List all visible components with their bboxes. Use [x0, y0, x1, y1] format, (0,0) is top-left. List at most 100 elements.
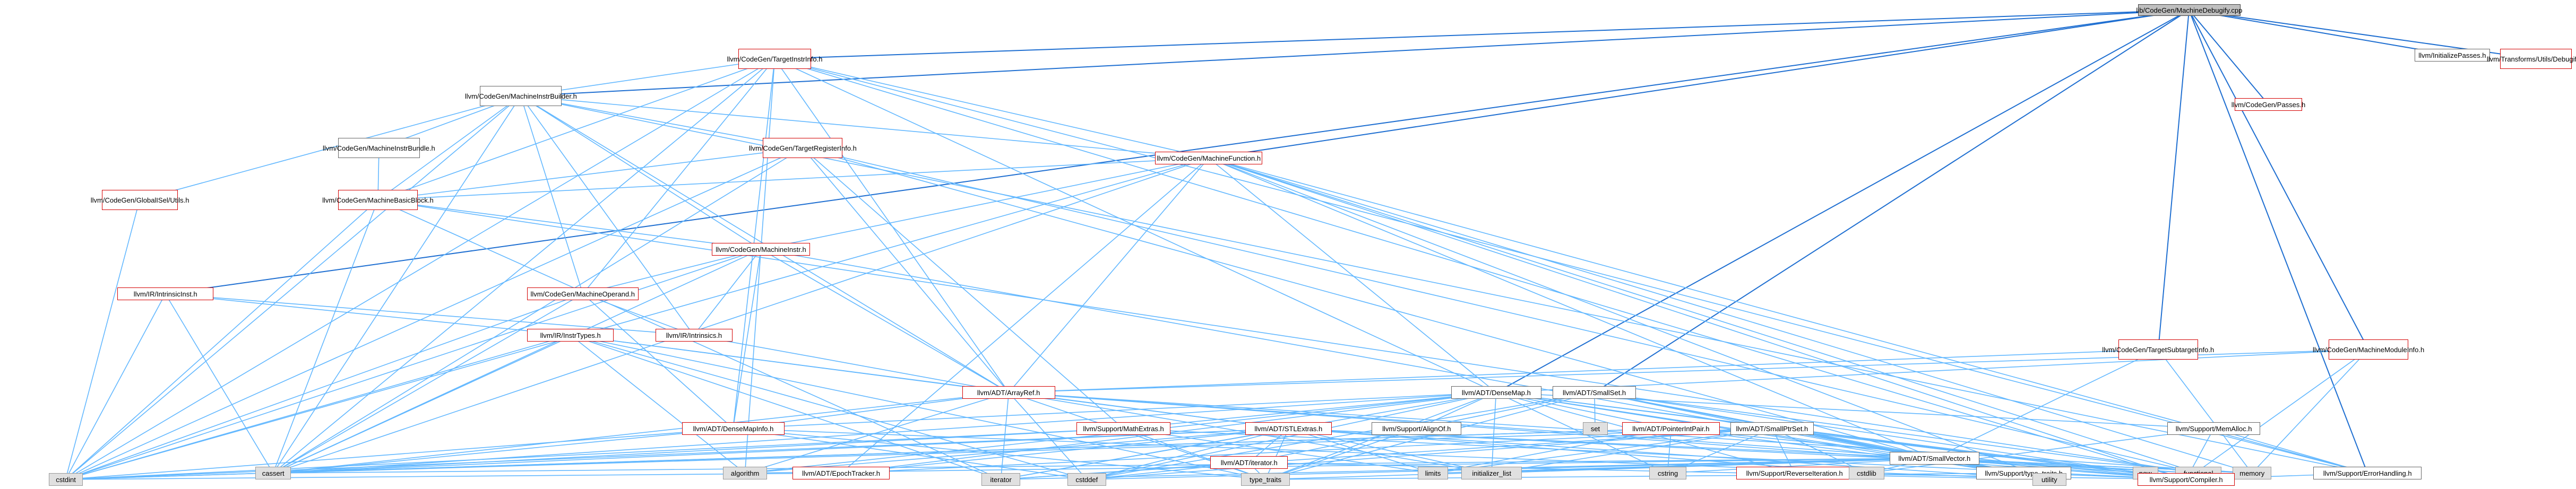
edge-STLExtras-to-EpochTracker	[841, 428, 1289, 474]
node-intrinsics-h[interactable]: llvm/IR/Intrinsics.h	[656, 329, 733, 342]
node-mem-alloc-h[interactable]: llvm/Support/MemAlloc.h	[2167, 422, 2261, 435]
edge-DenseMapInfo-to-cstdint	[65, 428, 734, 480]
edge-Iterator-to-utility	[1248, 462, 2049, 480]
edge-root-to-MMI	[2189, 10, 2369, 350]
node-passes-h[interactable]: llvm/CodeGen/Passes.h	[2232, 98, 2305, 111]
edge-TII-to-Compiler	[774, 58, 2186, 480]
node-stl-extras-h[interactable]: llvm/ADT/STLExtras.h	[1245, 422, 1332, 435]
edge-InstrTypes-to-cassert	[273, 335, 571, 474]
node-math-extras-h[interactable]: llvm/Support/MathExtras.h	[1076, 422, 1171, 435]
node-compiler-h[interactable]: llvm/Support/Compiler.h	[2138, 473, 2235, 486]
edge-SmallPtrSet-to-EpochTracker	[841, 428, 1773, 474]
edge-MF-to-cassert	[273, 158, 1209, 474]
edge-TSI-to-memory	[2158, 349, 2253, 474]
node-align-of-h[interactable]: llvm/Support/AlignOf.h	[1372, 422, 1462, 435]
edge-TII-to-MIB	[520, 58, 775, 97]
node-target-register-info-h[interactable]: llvm/CodeGen/TargetRegisterInfo.h	[749, 138, 857, 158]
edge-MathExtras-to-cassert	[273, 428, 1124, 474]
edge-TII-to-MO	[582, 58, 776, 294]
edge-MIB-to-Intrinsics	[520, 95, 694, 336]
edge-root-to-InitPasses	[2189, 10, 2453, 56]
node-cstdlib[interactable]: cstdlib	[1848, 467, 1885, 479]
node-machine-operand-h[interactable]: llvm/CodeGen/MachineOperand.h	[527, 287, 639, 300]
edge-TRI-to-functional	[802, 147, 2199, 474]
edge-MF-to-ArrayRef	[1008, 158, 1209, 393]
edge-STLExtras-to-cstdlib	[1288, 428, 1867, 474]
node-globalisel-utils-h[interactable]: llvm/CodeGen/GlobalISel/Utils.h	[91, 190, 189, 210]
edge-MBB-to-cassert	[272, 199, 378, 474]
node-limits[interactable]: limits	[1417, 467, 1449, 479]
node-cassert[interactable]: cassert	[255, 467, 291, 479]
edge-MMI-to-memory	[2251, 349, 2369, 474]
edge-MO-to-DenseMapInfo	[582, 293, 734, 429]
edge-MIB-to-TRI	[520, 95, 803, 149]
edge-root-to-DenseMap	[1496, 10, 2190, 393]
edge-TypeTraits-to-type_traits	[1265, 473, 2024, 480]
edge-STLExtras-to-type_traits	[1265, 428, 1289, 480]
edge-PointerIntPair-to-limits	[1433, 428, 1672, 474]
edge-MI-to-utility	[761, 249, 2049, 480]
edge-SmallVector-to-type_traits	[1265, 458, 1935, 480]
edge-MMI-to-DenseMap	[1496, 349, 2369, 393]
node-algorithm[interactable]: algorithm	[723, 467, 768, 479]
edge-SmallPtrSet-to-ReverseIteration	[1772, 428, 1795, 474]
node-initializer-list[interactable]: initializer_list	[1461, 467, 1522, 479]
edge-MF-to-MI	[761, 158, 1209, 250]
edge-root-to-TII	[774, 10, 2190, 59]
edge-MI-to-ArrayRef	[761, 249, 1009, 393]
node-cstring[interactable]: cstring	[1649, 467, 1686, 479]
node-machine-function-h[interactable]: llvm/CodeGen/MachineFunction.h	[1155, 152, 1263, 164]
edge-MIB-to-cassert	[272, 95, 521, 474]
node-cstdint[interactable]: cstdint	[49, 473, 83, 486]
edge-MF-to-memory	[1208, 158, 2252, 474]
edge-MF-to-ErrorHandling	[1208, 158, 2368, 474]
node-debugify-h[interactable]: llvm/Transforms/Utils/Debugify.h	[2487, 49, 2576, 69]
node-error-handling-h[interactable]: llvm/Support/ErrorHandling.h	[2313, 467, 2422, 479]
node-dense-map-h[interactable]: llvm/ADT/DenseMap.h	[1451, 386, 1541, 399]
node-pointer-int-pair-h[interactable]: llvm/ADT/PointerIntPair.h	[1622, 422, 1720, 435]
edge-TRI-to-cassert	[273, 147, 803, 474]
node-initialize-passes-h[interactable]: llvm/InitializePasses.h	[2414, 49, 2491, 62]
node-adt-iterator-h[interactable]: llvm/ADT/iterator.h	[1210, 456, 1288, 469]
edge-GlobalISel-to-cstdint	[65, 199, 140, 480]
node-small-set-h[interactable]: llvm/ADT/SmallSet.h	[1552, 386, 1636, 399]
node-machine-instr-builder-h[interactable]: llvm/CodeGen/MachineInstrBuilder.h	[465, 86, 577, 106]
node-iterator[interactable]: iterator	[981, 473, 1021, 486]
edge-IntrInsic-to-cstdint	[65, 293, 166, 480]
node-small-ptr-set-h[interactable]: llvm/ADT/SmallPtrSet.h	[1730, 422, 1814, 435]
node-cstddef[interactable]: cstddef	[1067, 473, 1106, 486]
edge-MBB-to-MI	[377, 199, 761, 250]
edge-root-to-SmallSet	[1594, 10, 2190, 393]
node-machine-module-info-h[interactable]: llvm/CodeGen/MachineModuleInfo.h	[2313, 339, 2424, 360]
node-dense-map-info-h[interactable]: llvm/ADT/DenseMapInfo.h	[682, 422, 785, 435]
edge-STLExtras-to-initializer_list	[1288, 428, 1492, 474]
node-target-instr-info-h[interactable]: llvm/CodeGen/TargetInstrInfo.h	[727, 49, 822, 69]
edge-MI-to-MO	[582, 249, 761, 294]
node-machine-instr-h[interactable]: llvm/CodeGen/MachineInstr.h	[712, 243, 810, 256]
edge-SmallVector-to-cassert	[273, 458, 1935, 474]
node-intrinsic-inst-h[interactable]: llvm/IR/IntrinsicInst.h	[117, 287, 214, 300]
edge-TRI-to-cstdint	[65, 147, 803, 480]
node-reverse-iteration-h[interactable]: llvm/Support/ReverseIteration.h	[1736, 467, 1853, 479]
edge-ArrayRef-to-algorithm	[745, 392, 1009, 474]
edge-MI-to-Intrinsics	[693, 249, 762, 336]
edge-MI-to-DenseMapInfo	[733, 249, 762, 429]
edge-root-to-MIB	[520, 10, 2190, 97]
edge-InstrTypes-to-type_traits	[570, 335, 1266, 480]
node-target-subtarget-info-h[interactable]: llvm/CodeGen/TargetSubtargetInfo.h	[2102, 339, 2214, 360]
node-machine-instr-bundle-h[interactable]: llvm/CodeGen/MachineInstrBundle.h	[323, 138, 435, 158]
node-epoch-tracker-h[interactable]: llvm/ADT/EpochTracker.h	[792, 467, 890, 479]
edge-MIB-to-MO	[520, 95, 583, 294]
node-array-ref-h[interactable]: llvm/ADT/ArrayRef.h	[962, 386, 1055, 399]
node-memory[interactable]: memory	[2233, 467, 2272, 479]
node-utility[interactable]: utility	[2032, 473, 2066, 486]
node-small-vector-h[interactable]: llvm/ADT/SmallVector.h	[1889, 452, 1979, 465]
edge-MIB-to-GlobalISel	[139, 95, 521, 200]
node-type-traits[interactable]: type_traits	[1240, 473, 1290, 486]
edge-Intrinsics-to-ArrayRef	[693, 335, 1009, 393]
edge-ArrayRef-to-cassert	[273, 392, 1009, 474]
edge-MO-to-cstdint	[65, 293, 583, 480]
node-set[interactable]: set	[1583, 422, 1608, 435]
node-instr-types-h[interactable]: llvm/IR/InstrTypes.h	[527, 329, 614, 342]
node-machine-basic-block-h[interactable]: llvm/CodeGen/MachineBasicBlock.h	[322, 190, 434, 210]
